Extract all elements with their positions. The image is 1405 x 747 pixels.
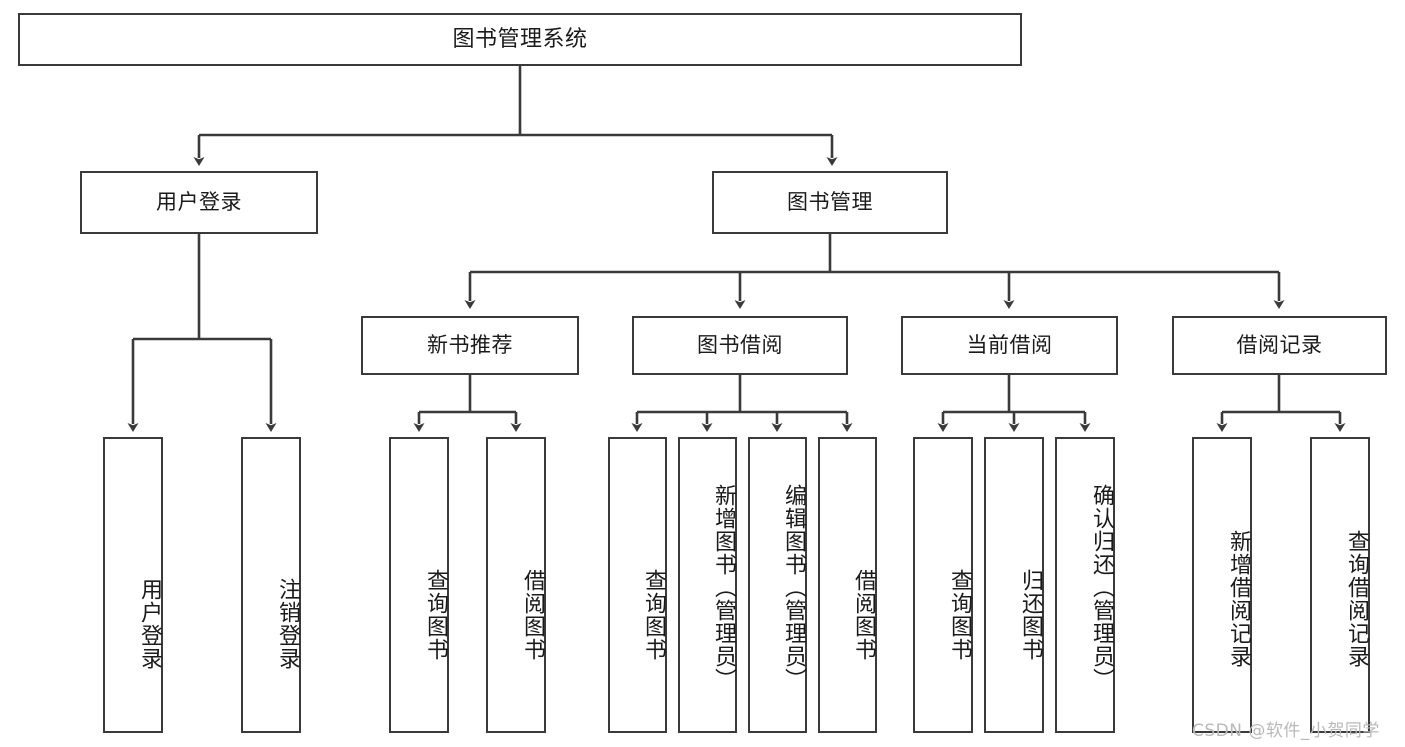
node-borrow-record[interactable]: 借阅记录 — [1172, 316, 1387, 375]
node-book-borrow[interactable]: 图书借阅 — [632, 316, 848, 375]
node-user-login[interactable]: 用户登录 — [80, 171, 318, 234]
node-leaf-user-login[interactable]: 用户登录 — [103, 437, 163, 733]
node-leaf-query-record[interactable]: 查询借阅记录 — [1310, 437, 1370, 733]
node-leaf-query-book-2[interactable]: 查询图书 — [608, 437, 667, 733]
node-leaf-query-book-3[interactable]: 查询图书 — [913, 437, 973, 733]
node-new-book-recommend[interactable]: 新书推荐 — [361, 316, 579, 375]
node-leaf-confirm-return[interactable]: 确认归还（管理员） — [1055, 437, 1115, 733]
node-leaf-add-record[interactable]: 新增借阅记录 — [1192, 437, 1252, 733]
node-leaf-query-book-1[interactable]: 查询图书 — [389, 437, 449, 733]
node-leaf-edit-book[interactable]: 编辑图书（管理员） — [748, 437, 807, 733]
node-current-borrow[interactable]: 当前借阅 — [901, 316, 1118, 375]
node-book-manage[interactable]: 图书管理 — [712, 171, 948, 234]
node-leaf-add-book[interactable]: 新增图书（管理员） — [678, 437, 737, 733]
node-leaf-logout[interactable]: 注销登录 — [241, 437, 301, 733]
node-root[interactable]: 图书管理系统 — [18, 13, 1022, 66]
node-leaf-return-book[interactable]: 归还图书 — [984, 437, 1044, 733]
node-leaf-borrow-book-2[interactable]: 借阅图书 — [818, 437, 877, 733]
node-leaf-borrow-book-1[interactable]: 借阅图书 — [486, 437, 546, 733]
